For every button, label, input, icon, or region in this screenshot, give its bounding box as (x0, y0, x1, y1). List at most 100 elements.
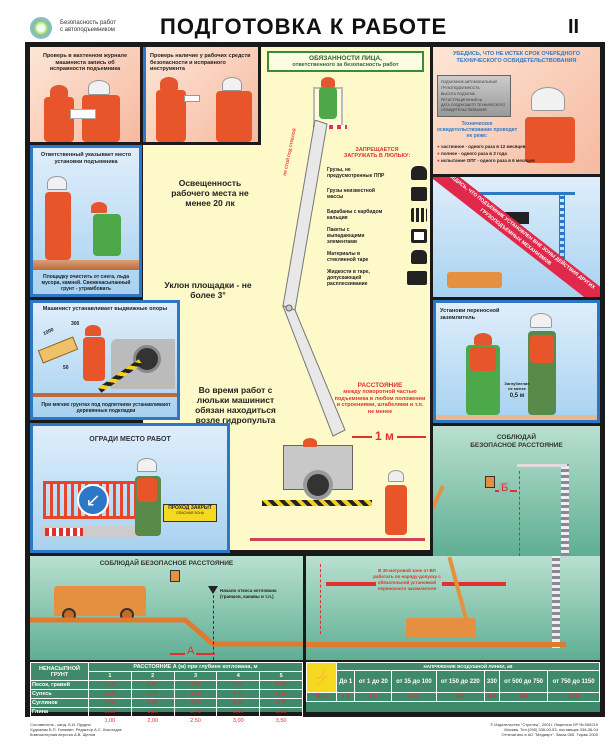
worker-figure (216, 91, 252, 142)
distance-label-a: А (185, 645, 197, 657)
page-title: ПОДГОТОВКА К РАБОТЕ (160, 14, 448, 39)
drum-icon (411, 207, 427, 222)
panel-inspection: УБЕДИСЬ, ЧТО НЕ ИСТЕК СРОК ОЧЕРЕДНОГО ТЕ… (433, 47, 600, 174)
helmet-icon (474, 333, 492, 345)
voltage-column: от 35 до 100 (391, 670, 437, 693)
panel-grounding: Установи переносной заземлитель Заглубле… (433, 300, 600, 423)
spare-wheel-icon (303, 470, 333, 500)
helmet-icon (160, 77, 178, 90)
forbidden-item-label: Материалы в стеклянной таре (327, 250, 369, 263)
distance-text: между поворотной частью подъемника в люб… (334, 389, 426, 415)
grounding-caption: Установи переносной заземлитель (440, 308, 500, 321)
basket-icon (485, 476, 495, 488)
distance-title: РАССТОЯНИЕ (357, 382, 403, 389)
site-bottom-text: Площадку очистить от снега, льда мусора,… (41, 274, 131, 292)
bullet-icon: ● (437, 144, 440, 149)
distance-cell: 3,25 (173, 698, 218, 708)
forbidden-item-label: Пакеты с выпадающими элементами (327, 226, 365, 245)
plate-line: ГРУЗОПОДЪЕМНОСТЬ (441, 86, 480, 90)
slope-requirement: Уклон площадки - не более 3° (164, 280, 252, 300)
basket-icon (170, 570, 180, 582)
distance-cell: 3,00 (130, 680, 175, 690)
fence-title: ОГРАДИ МЕСТО РАБОТ (89, 436, 171, 443)
depth-label: Заглубление не менее (504, 381, 530, 391)
clearance-cell: 12,0 (547, 692, 600, 702)
publisher-line: Отпечатано в АО "Медиарт". Заказ 085. Ти… (501, 732, 599, 737)
forbidden-item: Грузы неизвестной массы (327, 183, 427, 204)
chevron-strip (45, 528, 83, 536)
helmet-icon (531, 87, 565, 111)
bottles-icon (411, 249, 427, 264)
high-voltage-icon: ⚡ (306, 662, 337, 693)
forbidden-item: Грузы, не предусмотренные ППР (327, 162, 427, 183)
soil-table: НЕНАСЫПНОЙ ГРУНТ РАССТОЯНИЕ А (м) при гл… (30, 662, 303, 726)
panel-journal: Проверь в вахтенном журнале машиниста за… (30, 47, 140, 142)
distance-cell: 2,40 (130, 689, 175, 699)
soil-table-corner: НЕНАСЫПНОЙ ГРУНТ (30, 662, 89, 681)
panel-outriggers: Машинист устанавливает выдвижные опоры 1… (30, 300, 180, 420)
excavation-title: СОБЛЮДАЙ БЕЗОПАСНОЕ РАССТОЯНИЕ (99, 560, 234, 567)
distance-cell: 1,50 (130, 707, 175, 717)
warning-sign: ПРОХОД ЗАКРЫТ ОПАСНАЯ ЗОНА (163, 504, 217, 522)
panel-safety-means: Проверь наличие у рабочих средств безопа… (143, 47, 258, 142)
lift-truck-icon (447, 272, 502, 288)
package-icon (411, 228, 427, 243)
helmet-icon (85, 325, 101, 336)
helmet-icon (47, 176, 67, 190)
distance-block: РАССТОЯНИЕ между поворотной частью подъе… (334, 382, 426, 415)
clearance-cell: 9,0 (498, 692, 549, 702)
credit-line: Компьютерная верстка А.В. Щелов (30, 732, 96, 737)
voltage-column: До 1 (335, 670, 356, 693)
voltage-row-label: Б, м (306, 692, 337, 702)
inspection-item: ● полное - одного раза в 3 года (437, 150, 562, 157)
boom-arm (433, 485, 445, 556)
panel-excavation: СОБЛЮДАЙ БЕЗОПАСНОЕ РАССТОЯНИЕ Начало от… (30, 556, 303, 660)
power-line-title: СОБЛЮДАЙ БЕЗОПАСНОЕ РАССТОЯНИЕ (433, 434, 600, 450)
panel-site: Ответственный указывает место установки … (30, 145, 142, 297)
zone-boundary (320, 564, 321, 634)
pylon-icon (552, 556, 560, 648)
inspection-item: ● частичное - одного раза в 12 месяцев (437, 143, 562, 150)
panel-30m-zone: В 30-метровой зоне от ВЛ работать по нар… (306, 556, 600, 660)
ground-line (250, 538, 425, 541)
bullet-icon: ● (437, 158, 440, 163)
helmet-icon (91, 202, 107, 213)
sign-line-1: ПРОХОД ЗАКРЫТ (168, 505, 212, 511)
forbidden-item-label: Барабаны с карбидом кальция (327, 208, 383, 221)
clearance-cell: 2,0 (354, 692, 393, 702)
registration-plate: ПОДЪЕМНИК АВТОМОБИЛЬНЫЙ ГРУЗОПОДЪЕМНОСТЬ… (437, 75, 511, 117)
distance-cell: 4,40 (216, 689, 261, 699)
inspection-item-text: полное - одного раза в 3 года (440, 151, 507, 156)
worker-figure (83, 337, 105, 381)
vest (530, 335, 554, 363)
subtitle-line-2: с автоподъемником (60, 27, 115, 33)
ground-strip (306, 642, 566, 647)
worker-figure (45, 192, 71, 260)
distance-cell: 2,50 (173, 716, 218, 726)
lighting-requirement: Освещенность рабочего места не менее 20 … (171, 178, 249, 208)
credit-line: Составитель - канд. Б.И. Прудни (30, 722, 91, 727)
site-caption: Ответственный указывает место установки … (40, 152, 132, 165)
distance-cell: 1,25 (88, 689, 132, 699)
duties-title-box: ОБЯЗАННОСТИ ЛИЦА, ответственного за безо… (267, 51, 424, 72)
wheel-icon (133, 345, 161, 373)
zone-arrow-right (442, 582, 506, 586)
inspector-figure (525, 117, 575, 163)
soil-table-header: РАССТОЯНИЕ А (м) при глубине котлована, … (88, 662, 303, 672)
voltage-column: 330 (483, 670, 500, 693)
wire-line (519, 471, 520, 556)
boom-arm (447, 556, 469, 622)
inspection-item: ● испытание ОПГ - одного раза в 6 месяце… (437, 157, 562, 164)
distance-cell: 1,75 (173, 707, 218, 717)
plate-line: ПОДЪЕМНИК АВТОМОБИЛЬНЫЙ (441, 80, 497, 84)
forbidden-block: ЗАПРЕЩАЕТСЯ ЗАГРУЖАТЬ В ЛЮЛЬКУ: Грузы, н… (327, 147, 427, 288)
depth-header: 3 (173, 671, 218, 681)
duties-title: ОБЯЗАННОСТИ ЛИЦА, (309, 55, 382, 62)
outriggers-caption: Машинист устанавливает выдвижные опоры (42, 306, 168, 312)
lift-truck-icon (406, 618, 476, 638)
fish-tank-icon (407, 270, 427, 285)
boom-joint (285, 304, 293, 312)
